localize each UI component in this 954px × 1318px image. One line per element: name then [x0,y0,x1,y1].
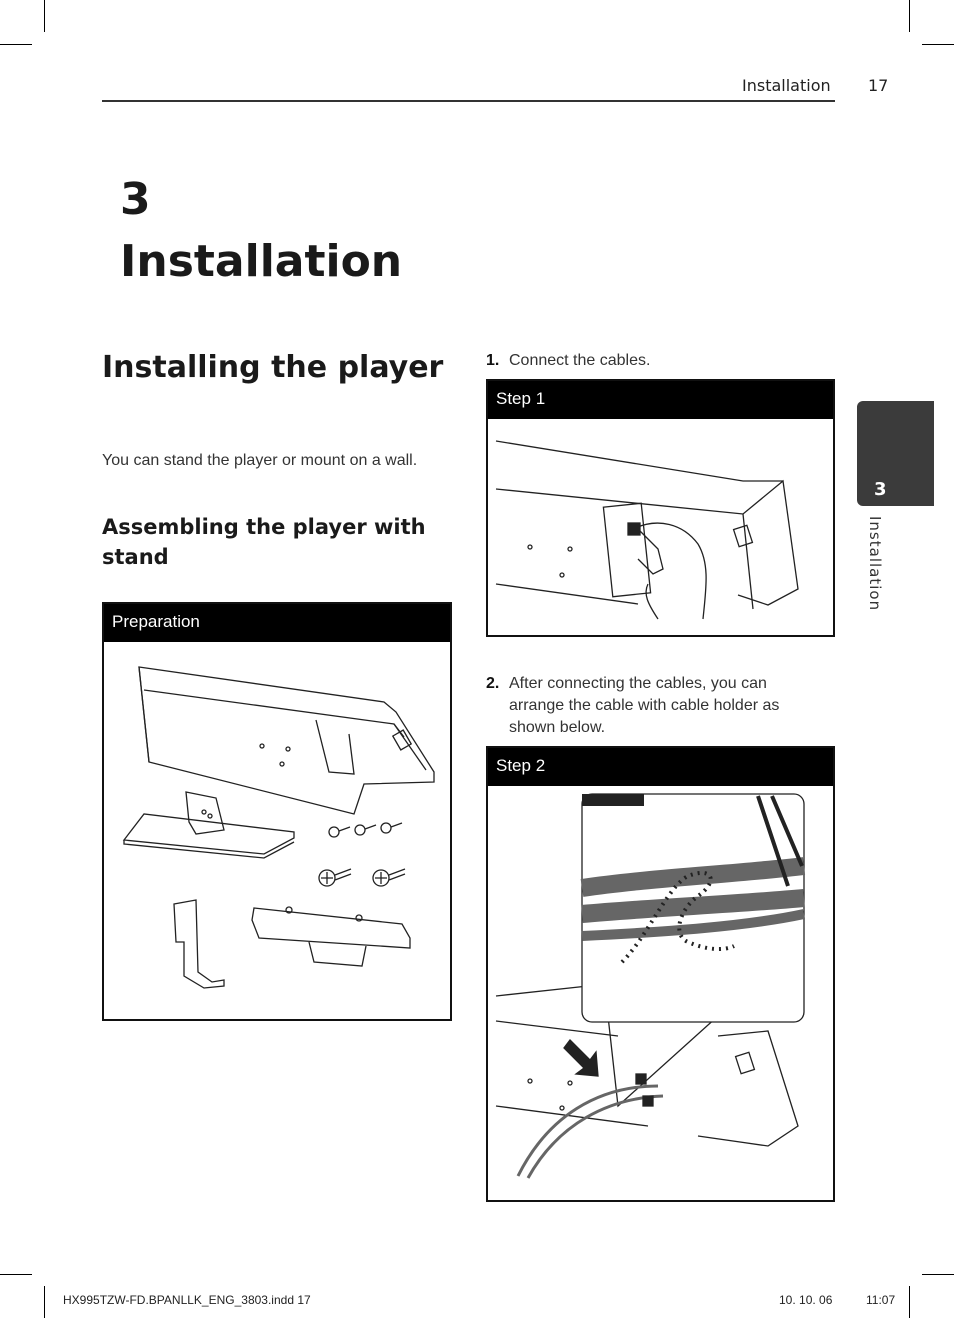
crop-mark [922,44,954,45]
section-intro: You can stand the player or mount on a w… [102,452,418,469]
crop-mark [0,1274,32,1275]
section-title: Installing the player [102,350,444,385]
header-rule [102,100,835,102]
step-2-text: After connecting the cables, you can arr… [509,675,780,736]
footer-time: 11:07 [866,1293,896,1307]
footer-date: 10. 10. 06 [779,1293,833,1307]
step-1-number: 1. [486,352,500,369]
step-1-text: Connect the cables. [509,352,651,369]
preparation-label: Preparation [104,604,450,642]
step-1-label: Step 1 [488,381,833,419]
page-number: 17 [868,76,889,95]
connect-cables-illustration [495,440,799,620]
step-2-panel: Step 2 [486,746,835,1202]
step-2-label: Step 2 [488,748,833,786]
step-1-item: 1. Connect the cables. [486,350,836,374]
running-header-title: Installation [742,76,831,95]
crop-mark [909,1286,910,1318]
crop-mark [922,1274,954,1275]
chapter-side-tab [857,401,934,506]
crop-mark [44,0,45,32]
step-2-item: 2. After connecting the cables, you can … [486,673,796,743]
crop-mark [909,0,910,32]
preparation-panel: Preparation [102,602,452,1021]
chapter-number: 3 [120,174,151,225]
side-tab-number: 3 [874,479,887,500]
crop-mark [44,1286,45,1318]
footer-file: HX995TZW-FD.BPANLLK_ENG_3803.indd 17 [63,1293,311,1307]
step-2-number: 2. [486,675,500,692]
cable-holder-illustration [495,793,806,1179]
crop-mark [0,44,32,45]
side-tab-label: Installation [866,516,884,612]
parts-illustration [122,666,435,989]
chapter-title: Installation [120,236,403,287]
step-1-panel: Step 1 [486,379,835,637]
subsection-title: Assembling the player with stand [102,515,426,569]
